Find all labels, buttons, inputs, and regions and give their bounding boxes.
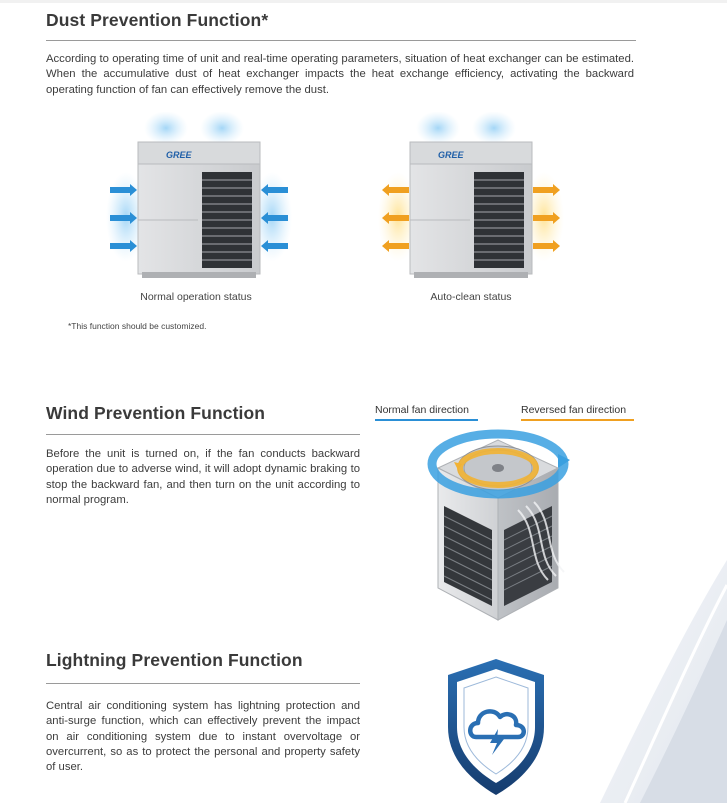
top-border — [0, 0, 727, 3]
unit-fan-direction-figure — [418, 420, 578, 625]
wind-title-rule — [46, 434, 360, 435]
lightning-title-rule — [46, 683, 360, 684]
caption-auto-clean: Auto-clean status — [430, 291, 512, 303]
caption-normal-operation: Normal operation status — [140, 291, 252, 303]
unit-auto-clean-brand: GREE — [438, 150, 465, 160]
label-reversed-fan-direction: Reversed fan direction — [521, 404, 627, 416]
dust-paragraph: According to operating time of unit and … — [46, 53, 634, 96]
lightning-paragraph: Central air conditioning system has ligh… — [46, 700, 360, 774]
unit-normal-operation-figure: GREE — [104, 112, 294, 287]
label-normal-fan-direction: Normal fan direction — [375, 404, 469, 416]
wind-title: Wind Prevention Function — [46, 403, 266, 423]
reversed-fan-underline — [521, 419, 634, 421]
unit-auto-clean-figure: GREE — [376, 112, 566, 287]
lightning-title: Lightning Prevention Function — [46, 650, 303, 670]
shield-cloud-lightning-icon — [440, 655, 552, 800]
normal-fan-underline — [375, 419, 478, 421]
wind-paragraph: Before the unit is turned on, if the fan… — [46, 448, 360, 506]
dust-title: Dust Prevention Function* — [46, 10, 269, 30]
customization-footnote: *This function should be customized. — [68, 321, 207, 331]
dust-title-rule — [46, 40, 636, 41]
unit-normal-brand: GREE — [166, 150, 193, 160]
